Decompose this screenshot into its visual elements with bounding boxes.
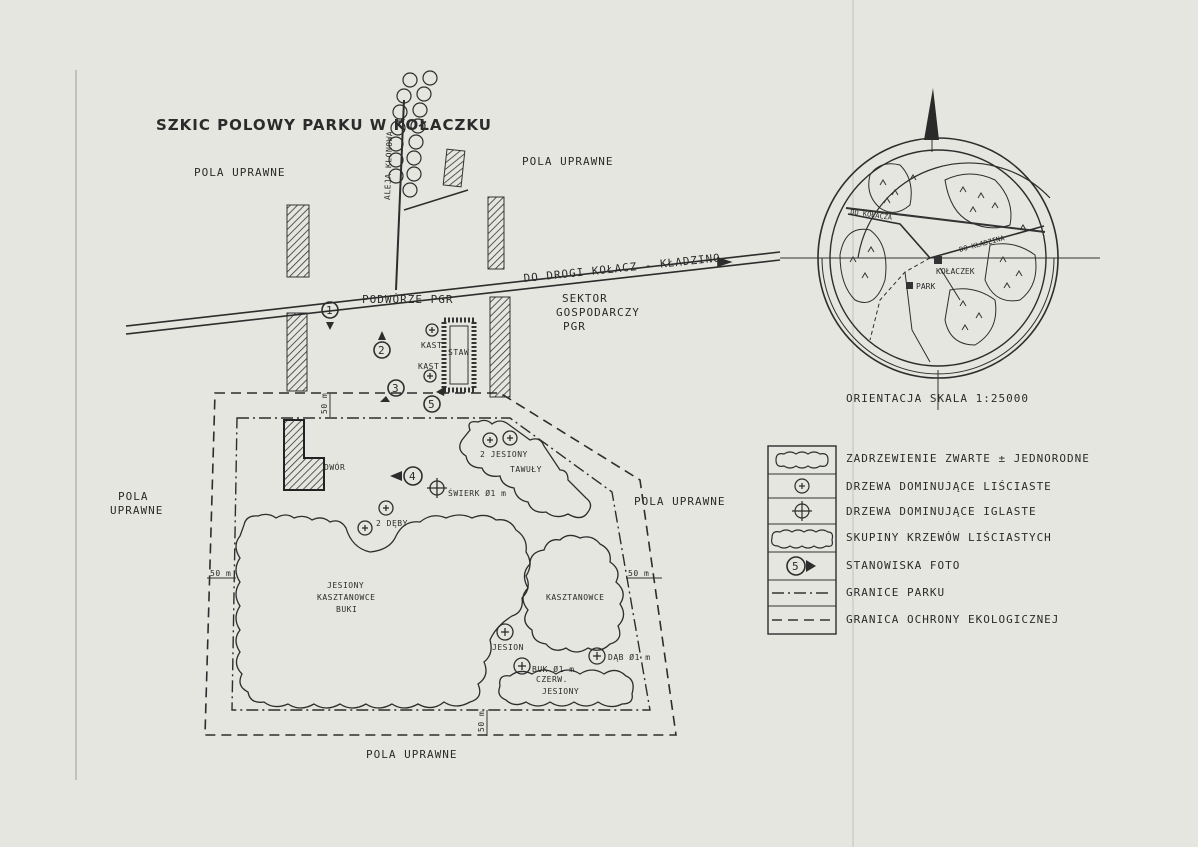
map-title: SZKIC POLOWY PARKU W KOŁACZKU	[156, 116, 492, 134]
label-fields-w-1: POLA	[118, 490, 149, 503]
buildings	[286, 148, 511, 398]
label-park: PARK	[916, 282, 935, 291]
label-kast-1: KAST	[421, 341, 442, 350]
inset-caption: ORIENTACJA SKALA 1:25000	[846, 392, 1029, 405]
svg-text:3: 3	[392, 382, 399, 395]
legend-icon-photo-station: 5	[786, 556, 816, 576]
legend-label-3: SKUPINY KRZEWÓW LIŚCIASTYCH	[846, 531, 1052, 544]
photo-station-3[interactable]: 3	[380, 379, 405, 402]
label-jesiony-2: 2 JESIONY	[480, 450, 528, 459]
legend-icon-coniferous-tree	[792, 501, 812, 521]
legend-label-1: DRZEWA DOMINUJĄCE LIŚCIASTE	[846, 480, 1052, 493]
label-buk-1: BUK Ø1 m	[532, 664, 575, 674]
photo-station-4[interactable]: 4	[390, 466, 423, 486]
label-dist-s: 50 m	[477, 711, 486, 732]
label-swierk: ŚWIERK Ø1 m	[448, 487, 506, 498]
dominant-trees	[357, 323, 606, 675]
inset-park-marker	[906, 282, 913, 289]
svg-text:4: 4	[409, 470, 416, 483]
label-fields-w-2: UPRAWNE	[110, 504, 163, 517]
label-yard: PODWÓRZE PGR	[362, 293, 453, 306]
label-grove-1: JESIONY	[327, 581, 364, 590]
road	[125, 251, 781, 335]
label-jesiony: JESIONY	[542, 687, 579, 696]
label-kasztanowce: KASZTANOWCE	[546, 593, 604, 602]
legend: 5 ZADRZEWIENIE ZWARTE ± JEDNORODNE DRZEW…	[767, 445, 1090, 635]
legend-label-6: GRANICA OCHRONY EKOLOGICZNEJ	[846, 613, 1059, 626]
legend-icon-deciduous-tree	[794, 478, 810, 494]
label-dist-e: 50 m	[628, 569, 649, 578]
label-grove-3: BUKI	[336, 605, 357, 614]
svg-text:2: 2	[378, 344, 385, 357]
label-dist-w: 50 m	[210, 569, 231, 578]
maple-alley	[388, 70, 469, 291]
ecological-protection-border	[204, 392, 677, 736]
label-road: DO DROGI KOŁACZ - KŁADZINO	[523, 251, 721, 285]
label-kast-2: KAST	[418, 362, 439, 371]
svg-text:5: 5	[792, 560, 799, 573]
chestnut-grove	[522, 534, 625, 653]
label-fields-nw: POLA UPRAWNE	[194, 166, 285, 179]
label-fields-n: POLA UPRAWNE	[522, 155, 613, 168]
orientation-inset	[780, 88, 1100, 410]
photo-station-2[interactable]: 2	[373, 331, 391, 359]
park-border	[231, 417, 651, 711]
label-deby: 2 DĘBY	[376, 519, 408, 528]
photo-station-5[interactable]: 5	[423, 386, 446, 413]
main-grove	[235, 513, 531, 709]
label-alley: ALEJA KLONOWA	[383, 131, 394, 200]
label-kolaczek: KOŁACZEK	[936, 267, 975, 276]
label-tawuly: TAWUŁY	[510, 465, 542, 474]
label-grove-2: KASZTANOWCE	[317, 593, 375, 602]
legend-label-4: STANOWISKA FOTO	[846, 559, 960, 572]
label-fields-e: POLA UPRAWNE	[634, 495, 725, 508]
shrub-strip-south	[498, 669, 634, 708]
north-arrow-icon	[924, 88, 939, 140]
label-dist-n: 50 m	[320, 393, 329, 414]
svg-text:1: 1	[326, 304, 333, 317]
label-sector-3: PGR	[563, 320, 586, 333]
label-sector-1: SEKTOR	[562, 292, 608, 305]
label-jesion: JESION	[492, 643, 524, 652]
legend-icon-dense-woodland	[775, 451, 829, 469]
label-manor: DWÓR	[324, 461, 345, 472]
shrub-group-tawuly	[459, 419, 592, 519]
photo-station-1[interactable]: 1	[321, 301, 339, 330]
legend-label-0: ZADRZEWIENIE ZWARTE ± JEDNORODNE	[846, 452, 1090, 465]
manor-house	[283, 419, 325, 491]
coniferous-tree-spruce	[427, 478, 447, 498]
label-buk-2: CZERW.	[536, 675, 568, 684]
legend-icon-shrub-group	[771, 529, 834, 549]
legend-label-5: GRANICE PARKU	[846, 586, 945, 599]
legend-label-2: DRZEWA DOMINUJĄCE IGLASTE	[846, 505, 1037, 518]
label-dab: DĄB Ø1 m	[608, 652, 651, 662]
label-fields-s: POLA UPRAWNE	[366, 748, 457, 761]
pond	[441, 317, 477, 393]
label-sector-2: GOSPODARCZY	[556, 306, 640, 319]
label-pond: STAW	[448, 348, 469, 357]
svg-text:5: 5	[428, 398, 435, 411]
